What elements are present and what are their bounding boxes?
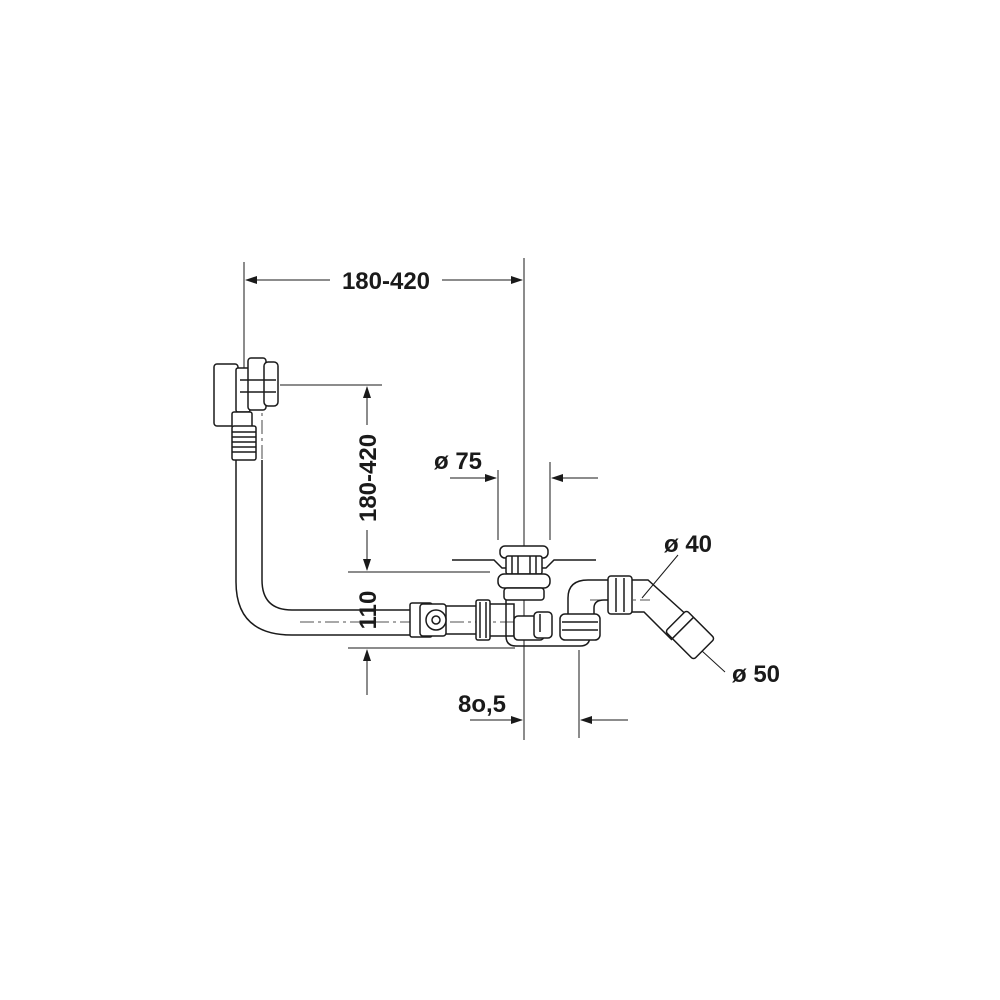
drain-body <box>497 545 591 647</box>
extension-lines <box>243 258 580 740</box>
flexible-hose <box>231 425 257 461</box>
overflow-head <box>213 357 279 429</box>
label-drain-diameter: ø 75 <box>434 448 482 475</box>
label-outlet-diameter-50: ø 50 <box>732 661 780 688</box>
label-outlet-diameter-40: ø 40 <box>664 531 712 558</box>
overflow-tube <box>235 460 412 636</box>
label-overflow-height: 180-420 <box>355 434 382 522</box>
dimension-arrows <box>245 276 726 724</box>
connector-pipe <box>409 599 515 641</box>
label-trap-height: 110 <box>355 591 382 630</box>
trap-and-outlet <box>559 575 715 660</box>
dimension-labels: 180-420 180-420 ø 75 ø 40 ø 50 110 8o,5 <box>342 268 780 718</box>
label-overflow-spacing: 180-420 <box>342 268 430 295</box>
centre-lines <box>261 395 650 623</box>
label-trap-offset: 8o,5 <box>458 691 506 718</box>
